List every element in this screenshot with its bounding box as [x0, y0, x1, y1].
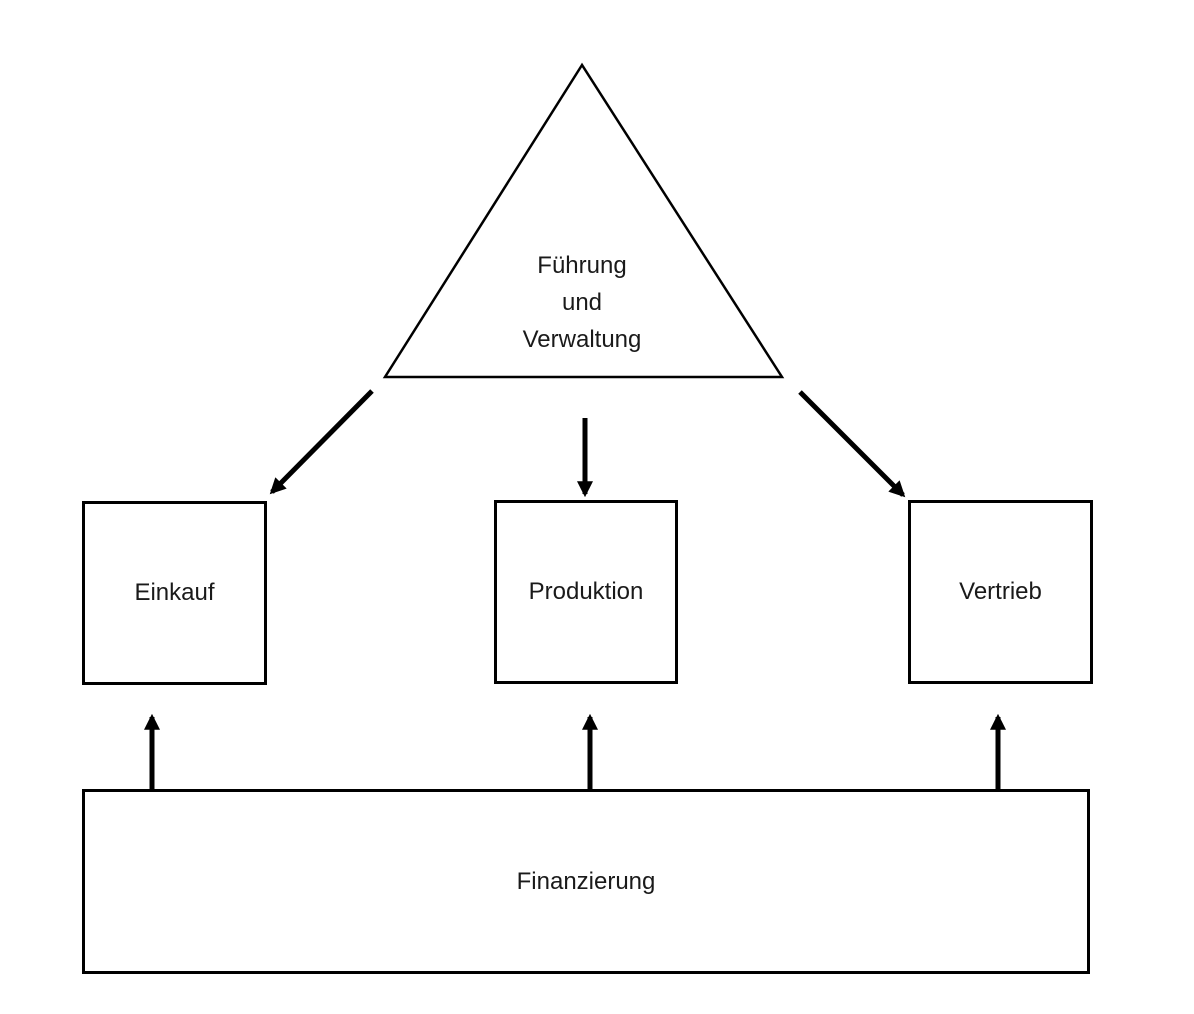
box-produktion-label: Produktion: [528, 578, 644, 605]
triangle-label-line2: und: [561, 289, 603, 316]
box-einkauf-label: Einkauf: [134, 579, 215, 606]
box-finanzierung-label: Finanzierung: [516, 867, 656, 895]
box-vertrieb-label: Vertrieb: [959, 578, 1042, 605]
triangle-label-line1: Führung: [537, 252, 627, 279]
arrow-triangle-to-einkauf: [269, 389, 374, 495]
triangle-label: Führung und Verwaltung: [432, 247, 732, 358]
box-vertrieb: Vertrieb: [908, 500, 1093, 684]
box-finanzierung: Finanzierung: [82, 789, 1090, 974]
arrow-triangle-to-vertrieb: [798, 390, 906, 498]
box-einkauf: Einkauf: [82, 501, 267, 685]
triangle-label-line3: Verwaltung: [522, 326, 642, 353]
triangle-fuehrung-verwaltung: [382, 62, 785, 379]
box-produktion: Produktion: [494, 500, 678, 684]
